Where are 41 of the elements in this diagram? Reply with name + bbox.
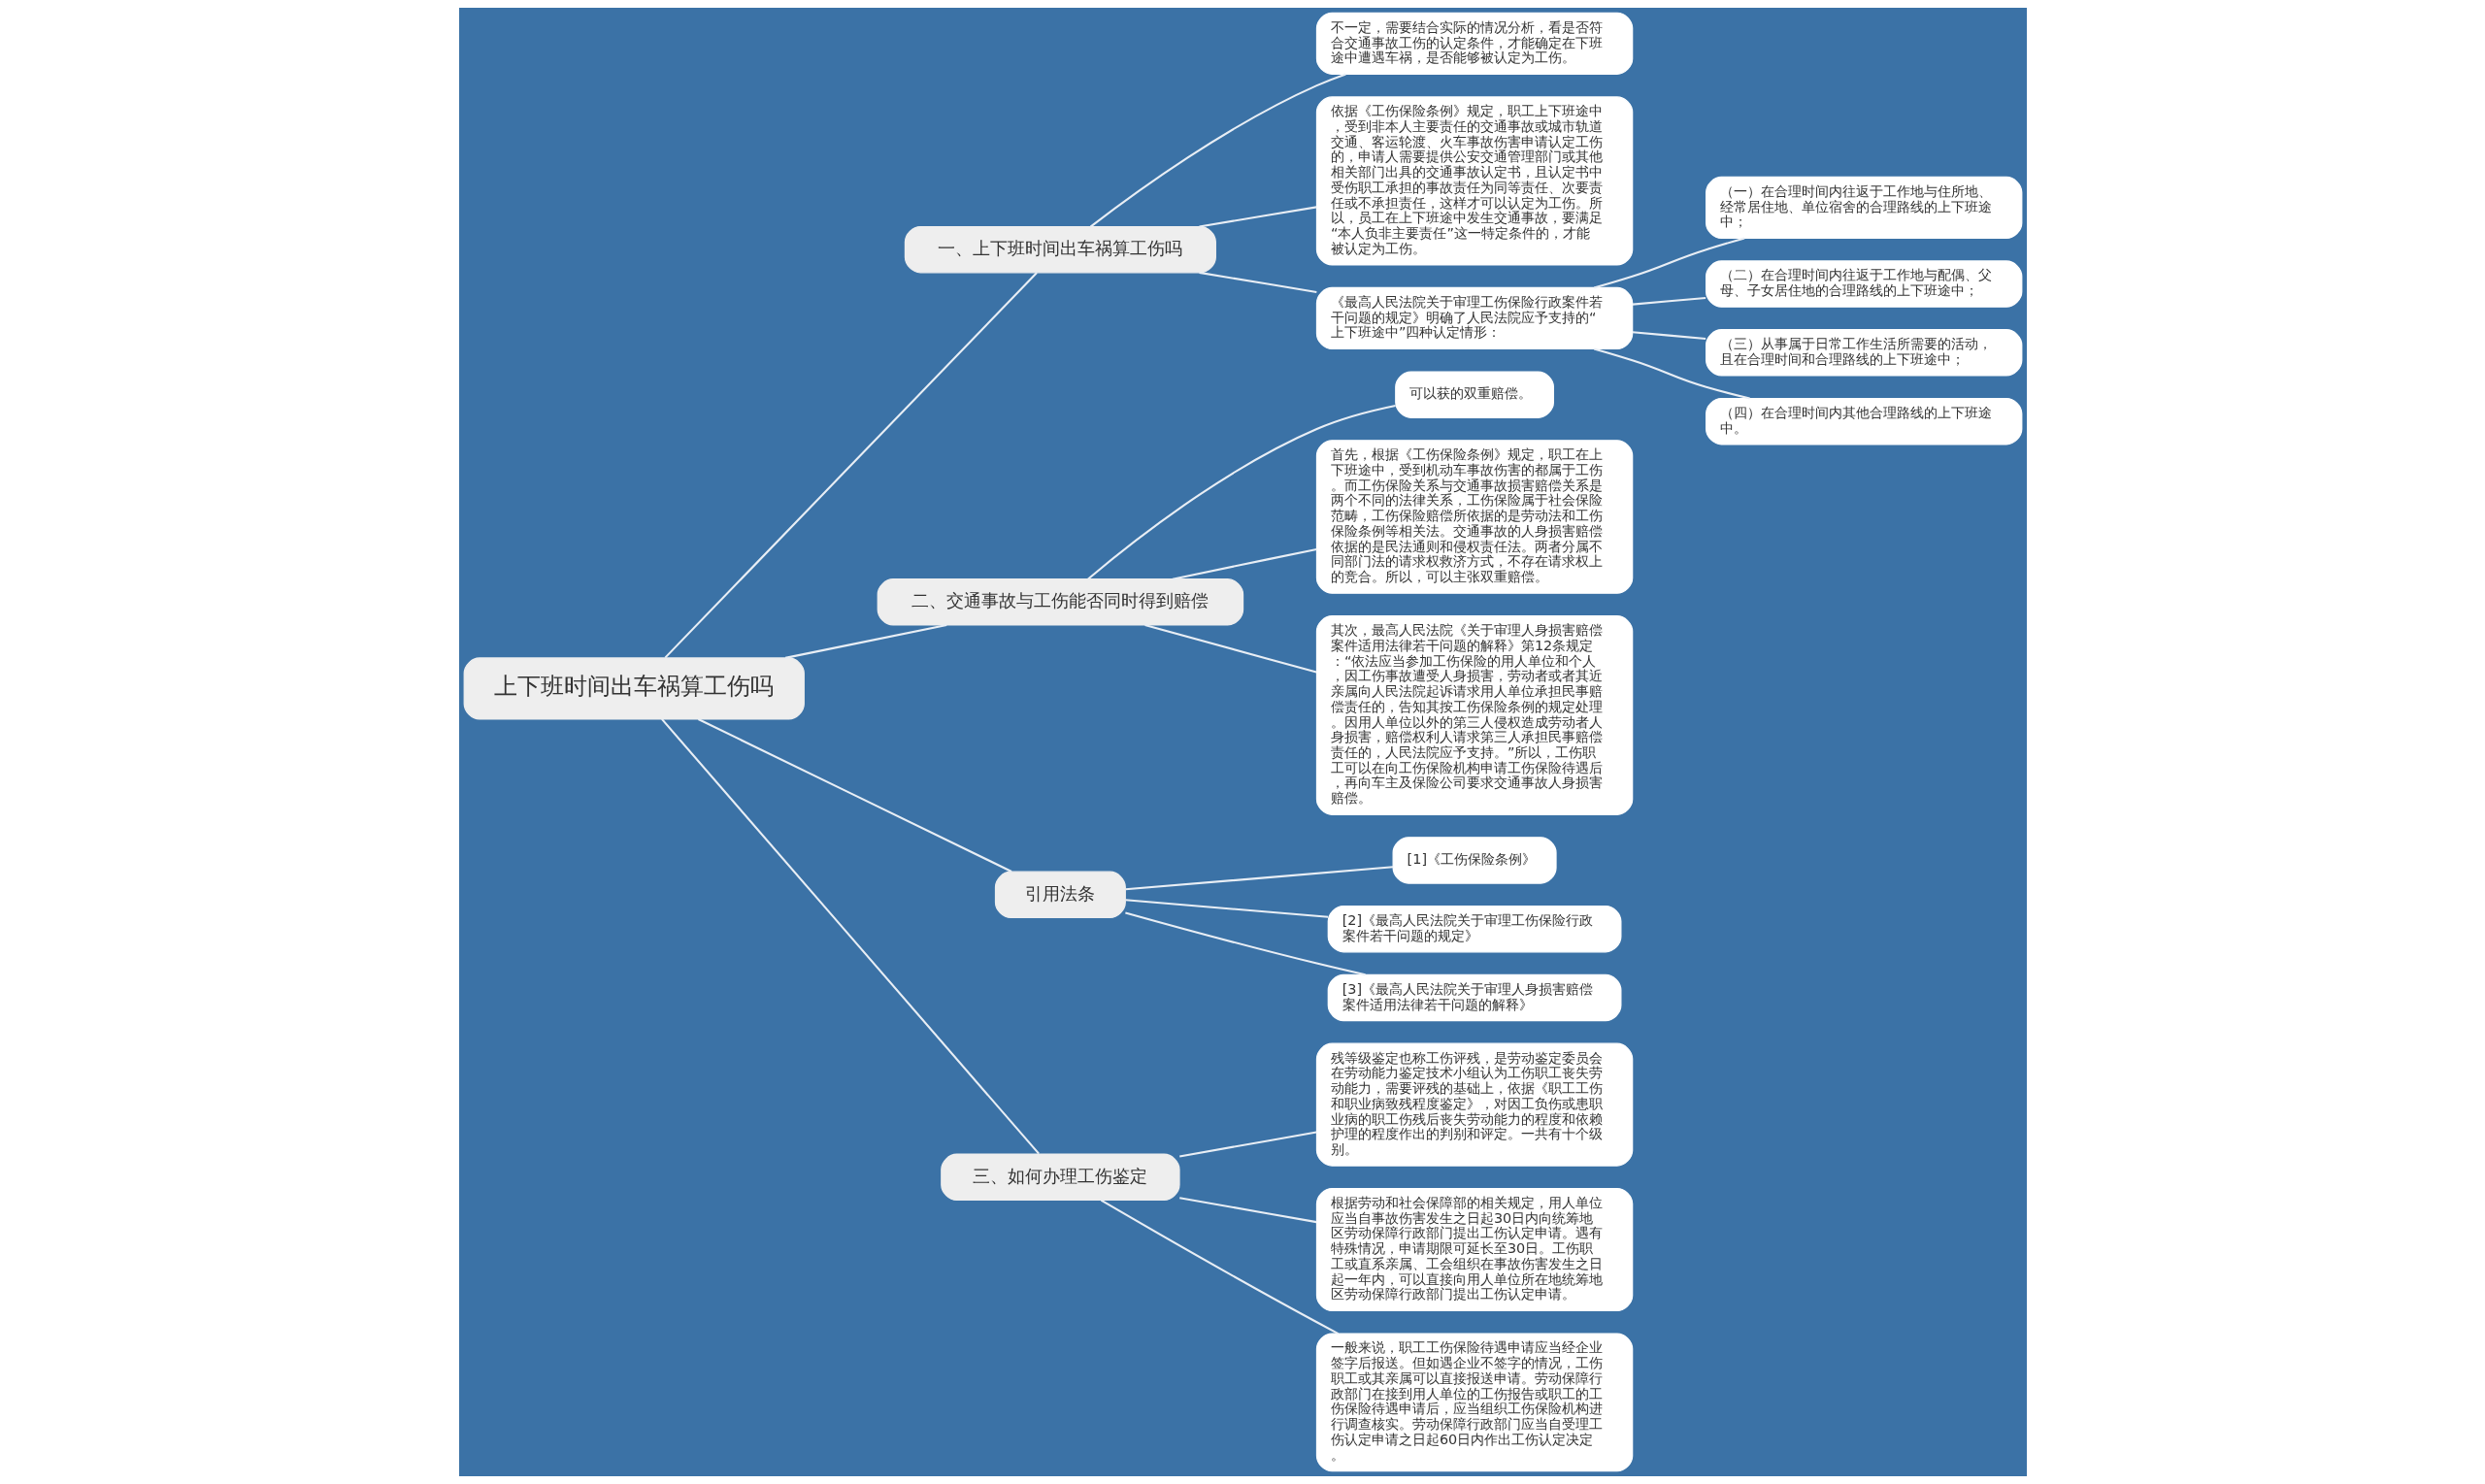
node-box: 可以获的双重赔偿。 bbox=[1394, 371, 1554, 418]
node-box: [1]《工伤保险条例》 bbox=[1392, 837, 1557, 884]
connector bbox=[1178, 1197, 1316, 1224]
node-box: 依据《工伤保险条例》规定，职工上下班途中，受到非本人主要责任的交通事故或城市轨道交通、客运轮渡、火车事故伤害申请认定工伤的，申请人需要提供公安交通管理部门或其他相关部门出具的交通事故认定书，且认定书中受伤职工承担的事故责任为同等责任、次要责任或不承担责任，这样才可以认定为工伤。所以，员工在上下班途中发生交通事故，要满足“本人负非主要责任”这一特定条件的，才能被认定为工伤。 bbox=[1315, 96, 1633, 266]
node-box: 其次，最高人民法院《关于审理人身损害赔偿案件适用法律若干问题的解释》第12条规定：“依法应当参加工伤保险的用人单位和个人，因工伤事故遭受人身损害，劳动者或者其近亲属向人民法院起诉请求用人单位承担民事赔偿责任的，告知其按工伤保险条例的规定处理。因用人单位以外的第三人侵权造成劳动者人身损害，赔偿权利人请求第三人承担民事赔偿责任的，人民法院应予支持。”所以，工伤职工可以在向工伤保险机构申请工伤保险待遇后，再向车主及保险公司要求交通事故人身损害赔偿。 bbox=[1315, 615, 1633, 815]
connector bbox=[1086, 405, 1396, 580]
node-box: 首先，根据《工伤保险条例》规定，职工在上下班途中，受到机动车事故伤害的都属于工伤。而工伤保险关系与交通事故损害赔偿关系是两个不同的法律关系，工伤保险属于社会保险范畴，工伤保险赔偿所依据的是劳动法和工伤保险条例等相关法。交通事故的人身损害赔偿依据的是民法通则和侵权责任法。两者分属不同部门法的请求权救济方式，不存在请求权上的竞合。所以，可以主张双重赔偿。 bbox=[1315, 440, 1633, 594]
node-box: 不一定，需要结合实际的情况分析，看是否符合交通事故工伤的认定条件，才能确定在下班途中遭遇车祸，是否能够被认定为工伤。 bbox=[1315, 12, 1633, 75]
connector bbox=[1593, 347, 1750, 400]
connector bbox=[664, 272, 1038, 659]
connector bbox=[660, 718, 1040, 1155]
connector bbox=[784, 623, 946, 659]
connector bbox=[1593, 237, 1744, 289]
connector bbox=[1100, 1199, 1339, 1335]
connector bbox=[1178, 1131, 1316, 1158]
connector bbox=[1632, 331, 1706, 341]
node-box: （四）在合理时间内其他合理路线的上下班途中。 bbox=[1705, 397, 2022, 445]
connector bbox=[1124, 866, 1393, 891]
connector bbox=[1632, 296, 1706, 306]
connector bbox=[1124, 911, 1366, 976]
node-box: （一）在合理时间内往返于工作地与住所地、经常居住地、单位宿舍的合理路线的上下班途中； bbox=[1705, 176, 2022, 240]
node-box: 上下班时间出车祸算工伤吗 bbox=[463, 657, 805, 720]
node-box: 二、交通事故与工伤能否同时得到赔偿 bbox=[877, 578, 1243, 626]
connector bbox=[1198, 271, 1316, 294]
connector bbox=[1143, 623, 1316, 674]
connector bbox=[1124, 899, 1328, 918]
node-box: 残等级鉴定也称工伤评残，是劳动鉴定委员会在劳动能力鉴定技术小组认为工伤职工丧失劳动能力，需要评残的基础上，依据《职工工伤和职业病致残程度鉴定》，对因工负伤或患职业病的职工伤残后丧失劳动能力的程度和依赖护理的程度作出的判别和评定。一共有十个级别。 bbox=[1315, 1042, 1633, 1167]
node-box: 《最高人民法院关于审理工伤保险行政案件若干问题的规定》明确了人民法院应予支持的“上下班途中”四种认定情形： bbox=[1315, 286, 1633, 350]
node-box: （三）从事属于日常工作生活所需要的活动，且在合理时间和合理路线的上下班途中； bbox=[1705, 329, 2022, 377]
node-box: 一般来说，职工工伤保险待遇申请应当经企业签字后报送。但如遇企业不签字的情况，工伤职工或其亲属可以直接报送申请。劳动保障行政部门在接到用人单位的工伤报告或职工的工伤保险待遇申请后，应当组织工伤保险机构进行调查核实。劳动保障行政部门应当自受理工伤认定申请之日起60日内作出工伤认定决定。 bbox=[1315, 1333, 1633, 1472]
node-box: 根据劳动和社会保障部的相关规定，用人单位应当自事故伤害发生之日起30日内向统筹地区劳动保障行政部门提出工伤认定申请。遇有特殊情况，申请期限可延长至30日。工伤职工或直系亲属、工会组织在事故伤害发生之日起一年内，可以直接向用人单位所在地统筹地区劳动保障行政部门提出工伤认定申请。 bbox=[1315, 1187, 1633, 1312]
node-box: 三、如何办理工伤鉴定 bbox=[940, 1153, 1180, 1202]
connector bbox=[1089, 73, 1346, 228]
connector bbox=[1172, 547, 1317, 580]
node-box: 一、上下班时间出车祸算工伤吗 bbox=[904, 225, 1216, 274]
node-box: [3]《最高人民法院关于审理人身损害赔偿案件适用法律若干问题的解释》 bbox=[1327, 973, 1621, 1022]
node-box: [2]《最高人民法院关于审理工伤保险行政案件若干问题的规定》 bbox=[1327, 905, 1621, 953]
node-box: 引用法条 bbox=[994, 871, 1126, 919]
connector bbox=[1198, 206, 1316, 228]
node-box: （二）在合理时间内往返于工作地与配偶、父母、子女居住地的合理路线的上下班途中； bbox=[1705, 260, 2022, 308]
connector bbox=[697, 718, 1012, 873]
